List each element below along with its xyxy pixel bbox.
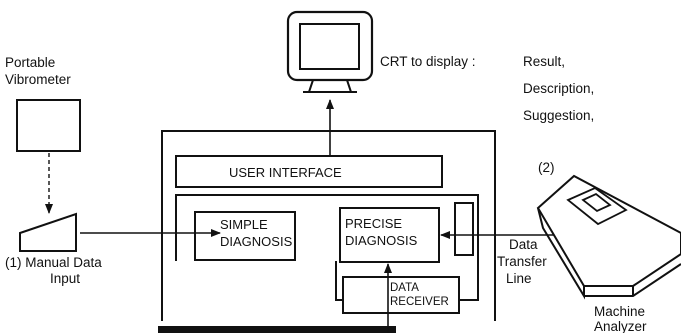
crt-display-label: CRT to display : (380, 54, 476, 69)
crt-monitor-icon (286, 10, 374, 93)
data-receiver-box (342, 276, 460, 314)
precise-diagnosis-line2: DIAGNOSIS (345, 233, 418, 248)
crt-item-result: Result, (523, 54, 565, 69)
receiver-port-box (454, 202, 474, 256)
manual-input-wedge-icon (19, 212, 77, 252)
manual-input-label-line1: (1) Manual Data (5, 255, 102, 270)
data-receiver-line2: RECEIVER (390, 296, 449, 308)
portable-label-line2: Vibrometer (5, 72, 71, 87)
transfer-label-line3: Line (506, 271, 532, 286)
analyzer-marker: (2) (538, 160, 555, 175)
analyzer-label-line1: Machine (594, 304, 645, 319)
simple-diagnosis-box (194, 211, 296, 261)
portable-label-line1: Portable (5, 55, 55, 70)
system-base-bar (158, 326, 396, 333)
precise-diagnosis-line1: PRECISE (345, 216, 402, 231)
user-interface-label: USER INTERFACE (229, 165, 342, 180)
data-receiver-line1: DATA (390, 282, 419, 294)
user-interface-box (175, 155, 443, 188)
inner-block-outline (175, 194, 479, 301)
analyzer-label-line2: Analyzer (594, 319, 647, 333)
system-outline (161, 130, 496, 321)
precise-diagnosis-box (339, 207, 440, 263)
manual-input-label-line2: Input (50, 271, 80, 286)
portable-vibrometer-box (16, 99, 81, 152)
crt-item-suggestion: Suggestion, (523, 108, 594, 123)
machine-analyzer-icon (536, 174, 681, 300)
crt-item-description: Description, (523, 81, 594, 96)
transfer-label-line2: Transfer (497, 254, 547, 269)
simple-diagnosis-line1: SIMPLE (220, 217, 268, 232)
transfer-label-line1: Data (509, 237, 538, 252)
simple-diagnosis-line2: DIAGNOSIS (220, 234, 293, 249)
